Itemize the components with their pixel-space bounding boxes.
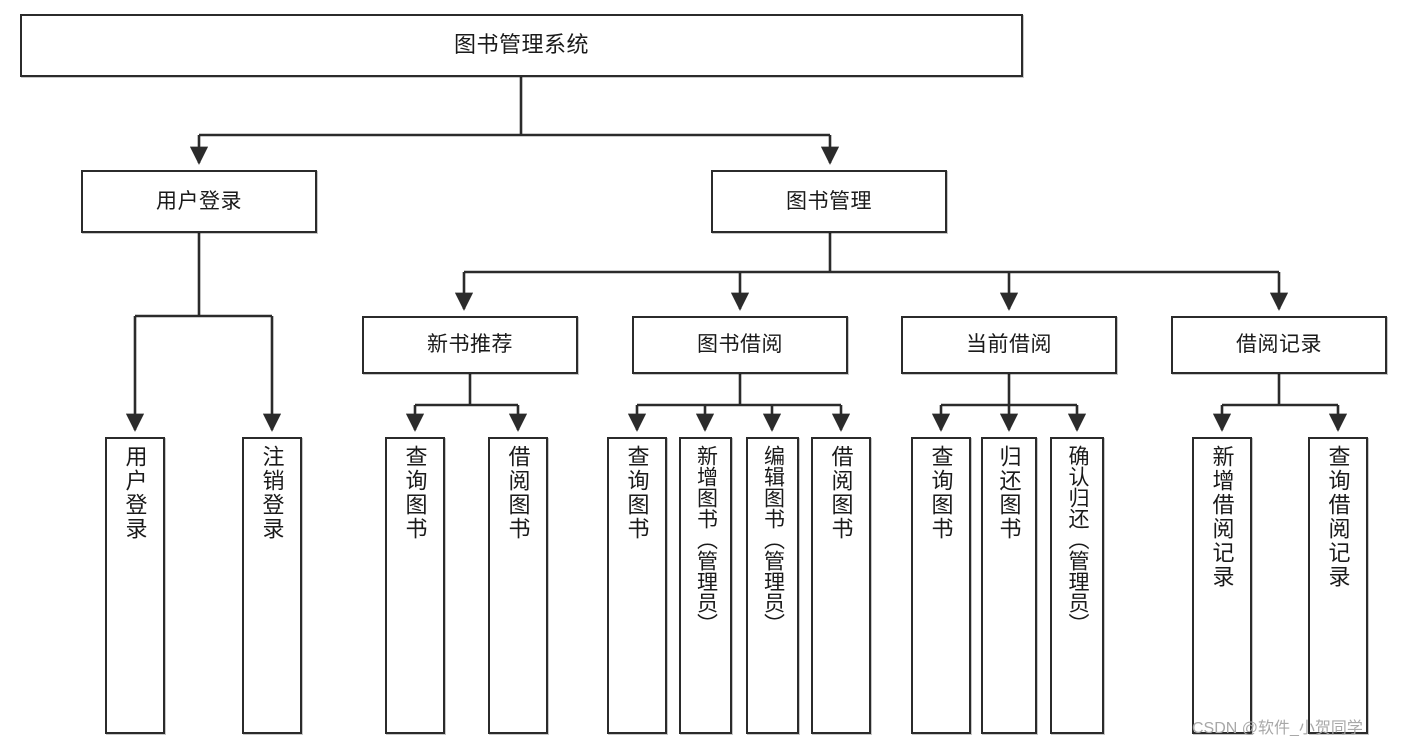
leaf-query-book-1[interactable]: 查询图书 <box>385 437 445 734</box>
leaf-borrow-book-1[interactable]: 借阅图书 <box>488 437 548 734</box>
node-borrow-record[interactable]: 借阅记录 <box>1171 316 1387 374</box>
node-borrow-record-label: 借阅记录 <box>1236 333 1322 357</box>
leaf-edit-book[interactable]: 编辑图书（管理员） <box>746 437 799 734</box>
node-current-borrow-label: 当前借阅 <box>966 333 1052 357</box>
leaf-logout[interactable]: 注销登录 <box>242 437 302 734</box>
leaf-borrow-book-2[interactable]: 借阅图书 <box>811 437 871 734</box>
node-root[interactable]: 图书管理系统 <box>20 14 1023 77</box>
leaf-query-book-3-label: 查询图书 <box>928 445 954 541</box>
node-current-borrow[interactable]: 当前借阅 <box>901 316 1117 374</box>
leaf-logout-label: 注销登录 <box>259 445 285 541</box>
leaf-user-login[interactable]: 用户登录 <box>105 437 165 734</box>
leaf-add-record-label: 新增借阅记录 <box>1209 445 1235 589</box>
node-book-borrow[interactable]: 图书借阅 <box>632 316 848 374</box>
leaf-return-book[interactable]: 归还图书 <box>981 437 1037 734</box>
node-book-manage-label: 图书管理 <box>786 189 872 213</box>
leaf-query-book-1-label: 查询图书 <box>402 445 428 541</box>
leaf-add-book[interactable]: 新增图书（管理员） <box>679 437 732 734</box>
node-new-book-recommend[interactable]: 新书推荐 <box>362 316 578 374</box>
leaf-query-book-2[interactable]: 查询图书 <box>607 437 667 734</box>
leaf-query-record[interactable]: 查询借阅记录 <box>1308 437 1368 734</box>
node-root-label: 图书管理系统 <box>453 32 589 58</box>
leaf-confirm-return-label: 确认归还（管理员） <box>1066 445 1090 634</box>
leaf-query-book-3[interactable]: 查询图书 <box>911 437 971 734</box>
node-user-login-label: 用户登录 <box>156 189 242 213</box>
leaf-query-book-2-label: 查询图书 <box>624 445 650 541</box>
leaf-user-login-label: 用户登录 <box>122 445 148 541</box>
leaf-add-record[interactable]: 新增借阅记录 <box>1192 437 1252 734</box>
node-new-book-recommend-label: 新书推荐 <box>427 333 513 357</box>
leaf-add-book-label: 新增图书（管理员） <box>694 445 718 634</box>
node-book-borrow-label: 图书借阅 <box>697 333 783 357</box>
csdn-watermark: CSDN @软件_小贺同学 <box>1192 720 1363 737</box>
node-user-login[interactable]: 用户登录 <box>81 170 317 233</box>
leaf-query-record-label: 查询借阅记录 <box>1325 445 1351 589</box>
leaf-borrow-book-1-label: 借阅图书 <box>505 445 531 541</box>
leaf-edit-book-label: 编辑图书（管理员） <box>761 445 785 634</box>
node-book-manage[interactable]: 图书管理 <box>711 170 947 233</box>
leaf-confirm-return[interactable]: 确认归还（管理员） <box>1050 437 1104 734</box>
leaf-return-book-label: 归还图书 <box>996 445 1022 541</box>
leaf-borrow-book-2-label: 借阅图书 <box>828 445 854 541</box>
